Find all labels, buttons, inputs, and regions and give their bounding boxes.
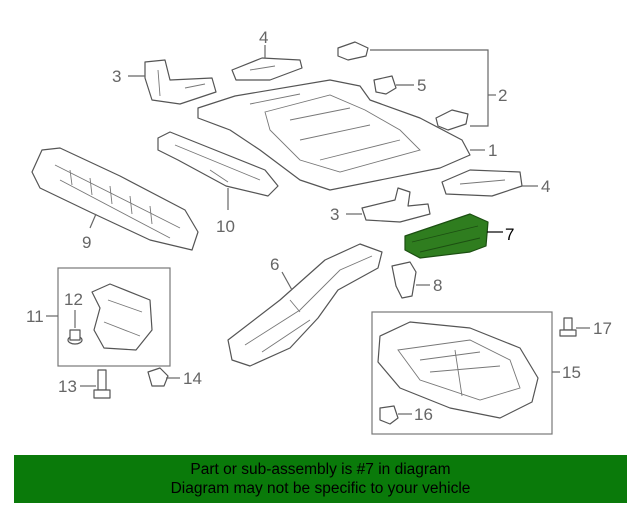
part-6-frame-rail — [227, 243, 383, 367]
callout-7: 7 — [505, 225, 514, 244]
callout-9: 9 — [82, 233, 91, 252]
info-banner: Part or sub-assembly is #7 in diagram Di… — [14, 455, 627, 503]
part-11-box — [57, 267, 171, 367]
part-12-clip — [67, 329, 83, 345]
parts-diagram: 4 3 1 2 5 9 10 — [26, 28, 612, 435]
callout-4a: 4 — [259, 28, 268, 47]
callout-12: 12 — [64, 290, 83, 309]
part-11-bracket — [91, 283, 153, 351]
part-3-top — [144, 59, 217, 105]
callout-15: 15 — [562, 363, 581, 382]
part-4-top — [231, 57, 303, 81]
banner-line-2: Diagram may not be specific to your vehi… — [170, 480, 471, 497]
part-17-bolt — [559, 317, 577, 337]
callout-5: 5 — [417, 76, 426, 95]
part-2-bracket-b — [435, 109, 469, 131]
part-8-bracket — [391, 261, 417, 299]
callout-16: 16 — [414, 405, 433, 424]
part-7-highlighted — [404, 213, 489, 259]
callout-4b: 4 — [541, 177, 550, 196]
callout-3a: 3 — [112, 67, 121, 86]
callout-3b: 3 — [330, 205, 339, 224]
callout-6: 6 — [270, 255, 279, 274]
part-14-nut — [147, 367, 169, 387]
part-4-right — [441, 169, 523, 197]
part-9-side-rail — [31, 147, 199, 251]
callout-11: 11 — [26, 307, 44, 326]
part-15-undercover — [377, 321, 539, 419]
part-5-bracket — [373, 75, 397, 95]
callout-10: 10 — [216, 217, 235, 236]
callout-1: 1 — [488, 141, 497, 160]
banner-line-1: Part or sub-assembly is #7 in diagram — [190, 461, 451, 478]
part-3-lower — [361, 187, 431, 223]
callout-14: 14 — [183, 369, 202, 388]
part-16-bolt — [379, 405, 399, 425]
part-2-bracket-a — [337, 41, 369, 61]
part-10-cross-member — [157, 131, 279, 197]
part-1-floor-pan — [197, 79, 471, 191]
callout-17: 17 — [593, 319, 612, 338]
callout-13: 13 — [58, 377, 77, 396]
callout-8: 8 — [433, 276, 442, 295]
callout-2: 2 — [498, 86, 507, 105]
part-15-box — [371, 311, 553, 435]
part-13-bolt — [93, 369, 111, 399]
